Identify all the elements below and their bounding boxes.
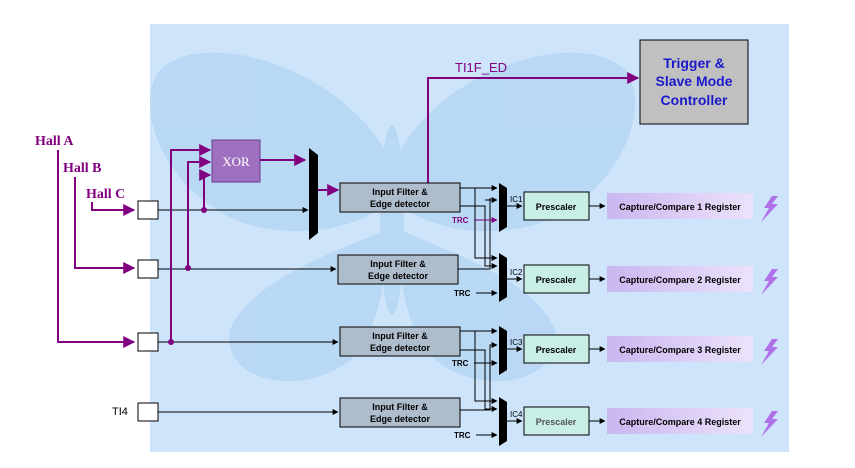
ti1f-ed-line [427, 72, 640, 183]
trc-label-1: TRC [452, 216, 469, 225]
filter-block-1: Input Filter & Edge detector [339, 182, 461, 213]
trigger-line-1: Trigger & [663, 55, 724, 71]
filter-3-line-1: Input Filter & [372, 331, 428, 341]
register-4-label: Capture/Compare 4 Register [619, 417, 741, 427]
ic2-mux [499, 253, 507, 302]
filter-block-4: Input Filter & Edge detector [339, 397, 461, 428]
filter-1-line-1: Input Filter & [372, 187, 428, 197]
prescaler-to-register-arrows [589, 203, 606, 424]
trigger-slave-mode-controller [639, 39, 749, 125]
trc-label-3: TRC [452, 359, 469, 368]
prescaler-3-label: Prescaler [536, 345, 577, 355]
filter-4-line-1: Input Filter & [372, 402, 428, 412]
lightning-bolt-icon [761, 269, 778, 295]
filter-4-line-2: Edge detector [370, 414, 431, 424]
ic3-mux [499, 326, 507, 375]
ic2-label: IC2 [510, 268, 523, 277]
filter-block-2: Input Filter & Edge detector [337, 254, 459, 285]
prescaler-4: Prescaler [523, 406, 590, 436]
hall-a-label: Hall A [35, 134, 74, 149]
register-2-label: Capture/Compare 2 Register [619, 275, 741, 285]
filter-block-3: Input Filter & Edge detector [339, 326, 461, 357]
trc-label-2: TRC [454, 289, 471, 298]
trc-label-4: TRC [454, 431, 471, 440]
capture-compare-register-2: Capture/Compare 2 Register [607, 266, 753, 292]
lightning-bolt-icon [761, 196, 778, 222]
hall-input-wires [57, 150, 136, 348]
xor-gate [211, 139, 261, 183]
xor-gate-label: XOR [222, 154, 250, 169]
filter-to-mux-wires [458, 185, 498, 412]
prescaler-3: Prescaler [523, 334, 590, 364]
ic4-label: IC4 [510, 410, 523, 419]
prescaler-1: Prescaler [523, 191, 590, 221]
ic1-mux [499, 183, 507, 232]
lightning-bolt-icon [761, 411, 778, 437]
ti1f-ed-label: TI1F_ED [455, 60, 507, 75]
capture-compare-register-4: Capture/Compare 4 Register [607, 408, 753, 434]
capture-compare-register-3: Capture/Compare 3 Register [607, 336, 753, 362]
filter-3-line-2: Edge detector [370, 343, 431, 353]
filter-1-line-2: Edge detector [370, 199, 431, 209]
input-pin-1 [137, 200, 159, 220]
input-selector-mux [309, 148, 318, 240]
ti4-label: TI4 [112, 406, 128, 418]
trigger-line-2: Slave Mode [655, 73, 732, 89]
input-pin-3 [137, 332, 159, 352]
junction-dots [168, 207, 207, 345]
capture-compare-register-1: Capture/Compare 1 Register [607, 193, 753, 219]
prescaler-1-label: Prescaler [536, 202, 577, 212]
hall-c-label: Hall C [86, 187, 125, 202]
input-pin-4 [137, 402, 159, 422]
prescaler-2: Prescaler [523, 264, 590, 294]
ic4-mux [499, 397, 507, 446]
input-pin-2 [137, 259, 159, 279]
mux-to-prescaler-arrows [507, 203, 523, 424]
trigger-line-3: Controller [661, 92, 728, 108]
ic3-label: IC3 [510, 338, 523, 347]
lightning-bolt-icon [761, 339, 778, 365]
filter-2-line-2: Edge detector [368, 271, 429, 281]
register-1-label: Capture/Compare 1 Register [619, 202, 741, 212]
ic1-label: IC1 [510, 195, 523, 204]
xor-input-taps [170, 144, 340, 342]
prescaler-2-label: Prescaler [536, 275, 577, 285]
filter-2-line-1: Input Filter & [370, 259, 426, 269]
prescaler-4-label: Prescaler [536, 417, 577, 427]
hall-b-label: Hall B [63, 161, 102, 176]
register-3-label: Capture/Compare 3 Register [619, 345, 741, 355]
